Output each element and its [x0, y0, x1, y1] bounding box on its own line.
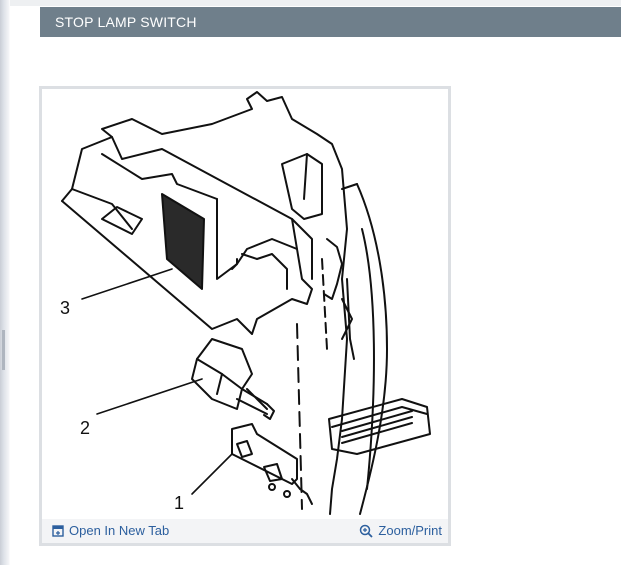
callout-1: 1: [174, 493, 184, 513]
zoom-print-label: Zoom/Print: [378, 523, 442, 538]
section-header: STOP LAMP SWITCH: [40, 7, 621, 37]
open-in-new-tab-link[interactable]: Open In New Tab: [52, 523, 169, 538]
callout-2: 2: [80, 418, 90, 438]
callout-3: 3: [60, 298, 70, 318]
open-in-new-tab-icon: [52, 524, 64, 537]
top-strip: [10, 0, 621, 6]
section-title: STOP LAMP SWITCH: [55, 14, 197, 30]
figure-container: 3 2 1 Open In New Tab Zoom/Print: [39, 86, 451, 546]
zoom-print-link[interactable]: Zoom/Print: [359, 523, 442, 538]
figure-footer: Open In New Tab Zoom/Print: [42, 519, 448, 543]
stop-lamp-switch-diagram: 3 2 1: [60, 91, 431, 515]
diagram-image[interactable]: 3 2 1: [42, 89, 448, 519]
left-rail-mark: [2, 330, 5, 370]
zoom-icon: [360, 524, 374, 538]
open-in-new-tab-label: Open In New Tab: [69, 523, 170, 538]
left-rail: [0, 0, 10, 565]
